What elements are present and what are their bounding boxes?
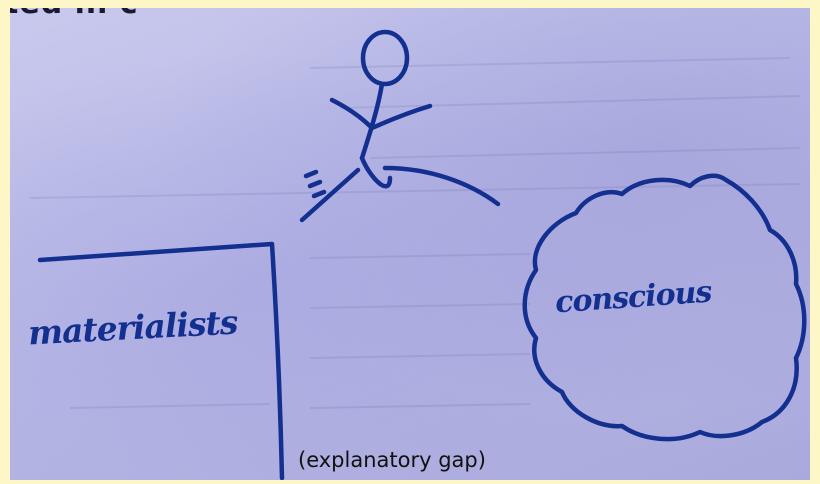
cropped-heading-text: ted in c [10, 8, 138, 21]
explanatory-gap-caption: (explanatory gap) [298, 448, 486, 472]
hand-drawing [37, 29, 807, 480]
cloud-icon [522, 173, 807, 442]
cliff-icon [37, 241, 285, 480]
sketch-photo: ted in c [10, 8, 810, 480]
paper-texture [29, 57, 801, 409]
stick-figure-icon [299, 29, 501, 223]
